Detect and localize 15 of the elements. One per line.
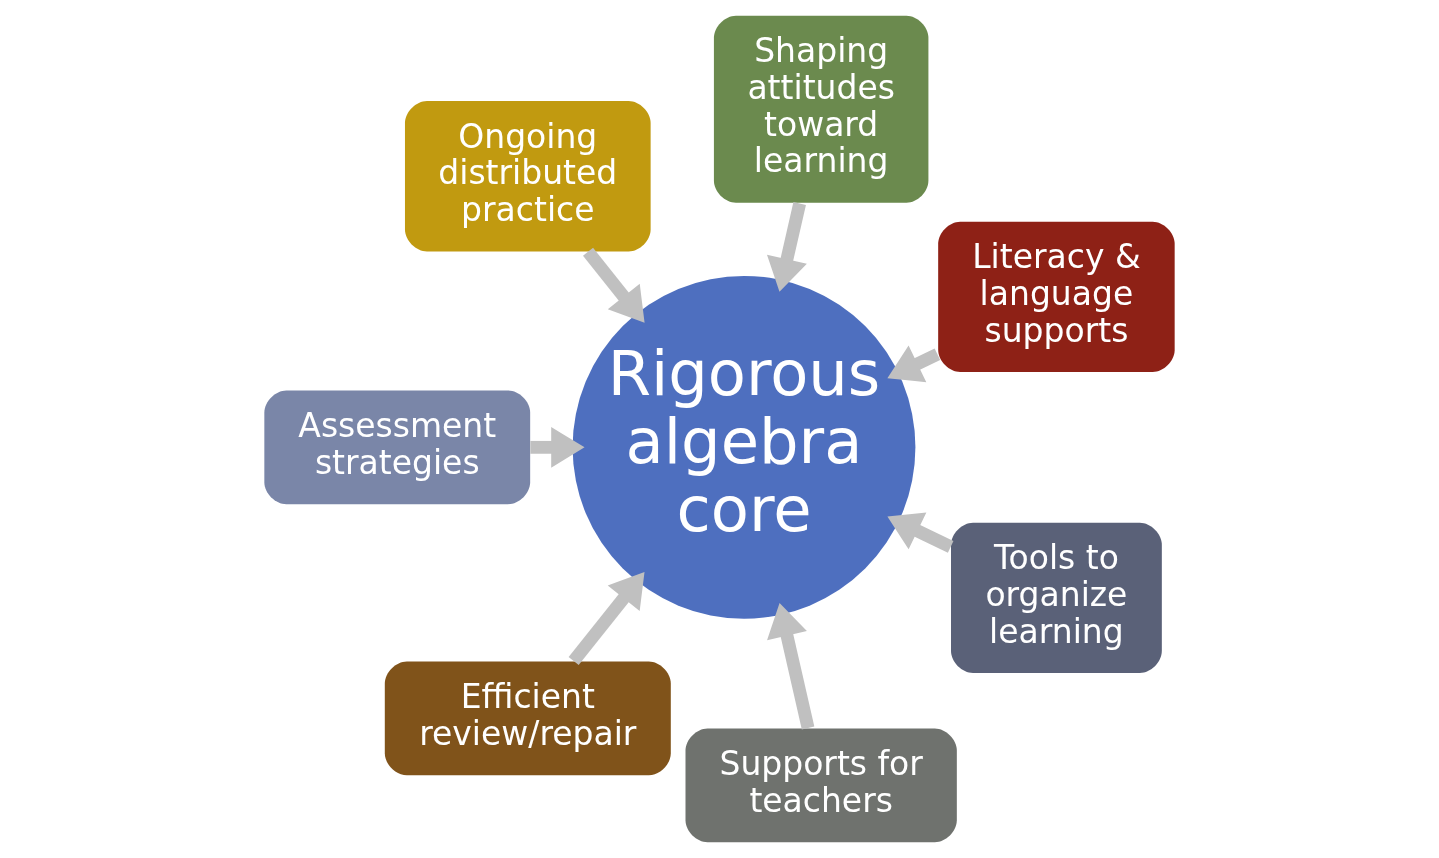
node-box: Efficient review/repair xyxy=(384,661,671,776)
arrow xyxy=(887,345,941,383)
arrow xyxy=(568,572,645,665)
arrow xyxy=(767,202,807,292)
node-box: Literacy & language supports xyxy=(938,221,1175,373)
arrow xyxy=(583,247,645,323)
node-box: Ongoing distributed practice xyxy=(404,101,651,252)
arrow xyxy=(530,426,585,468)
node-box: Shaping attitudes toward learning xyxy=(713,15,929,203)
arrow xyxy=(887,512,954,553)
node-box: Tools to organize learning xyxy=(951,522,1162,673)
node-box: Supports for teachers xyxy=(685,728,957,843)
node-circle: Rigorous algebra core xyxy=(572,275,916,619)
node-box: Assessment strategies xyxy=(264,390,531,505)
arrow xyxy=(767,603,815,730)
